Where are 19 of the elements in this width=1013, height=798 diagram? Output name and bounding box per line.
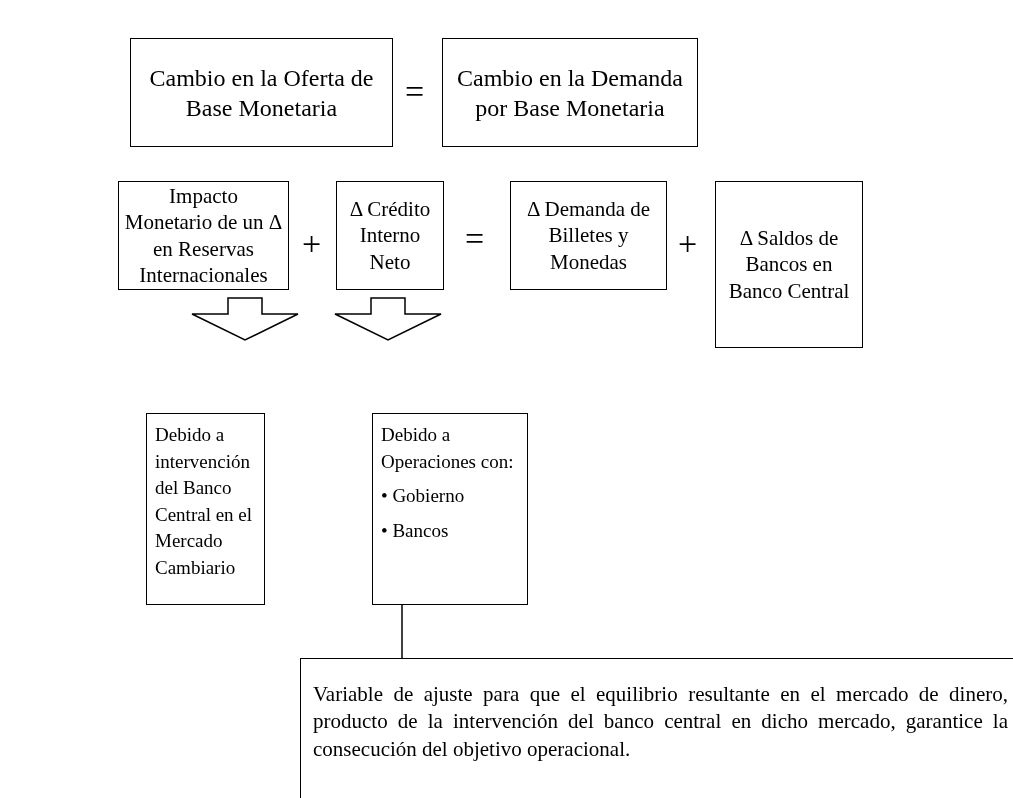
operator-sign: = xyxy=(405,75,425,109)
box-text: Debido a Operaciones con: xyxy=(381,423,515,474)
text-box xyxy=(372,413,528,605)
block-arrow xyxy=(334,297,442,341)
text-box: Variable de ajuste para que el equilibrio resultante en el mercado de dinero, producto de la intervención del banco central en dicho mercado, garantice la consecución del objetivo operacional. xyxy=(300,658,1013,798)
operator-sign: + xyxy=(678,227,698,261)
text-box: Cambio en la Oferta de Base Monetaria xyxy=(130,38,393,147)
operator-sign: + xyxy=(302,227,322,261)
text-box: Δ Demanda de Billetes y Monedas xyxy=(510,181,667,290)
text-box: Δ Saldos de Bancos en Banco Central xyxy=(715,181,863,348)
connector-line xyxy=(401,604,403,659)
text-box: Cambio en la Demanda por Base Monetaria xyxy=(442,38,698,147)
box-text: • Bancos xyxy=(381,518,449,543)
box-text: • Gobierno xyxy=(381,484,465,509)
block-arrow xyxy=(191,297,299,341)
text-box: Δ Crédito Interno Neto xyxy=(336,181,444,290)
operator-sign: = xyxy=(465,222,485,256)
text-box: Impacto Monetario de un Δ en Reservas Internacionales xyxy=(118,181,289,290)
text-box: Debido a intervención del Banco Central en el Mercado Cambiario xyxy=(146,413,265,605)
